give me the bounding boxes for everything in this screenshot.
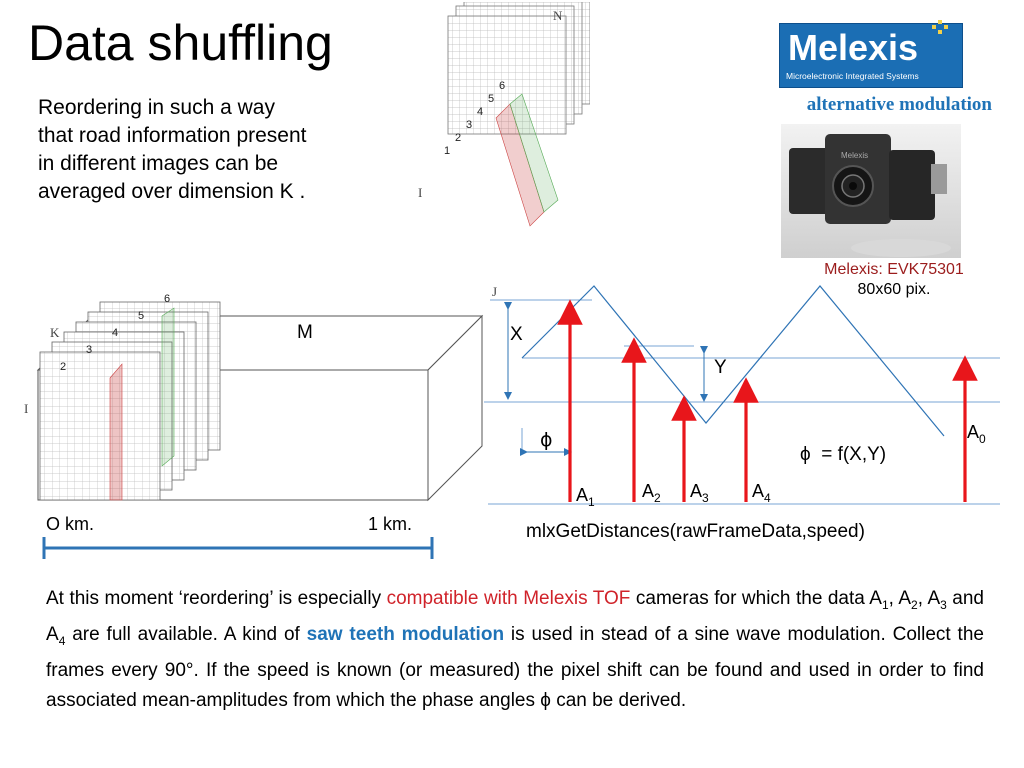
axis-i-label: I	[418, 185, 422, 200]
label-y: Y	[714, 357, 727, 378]
intro-line: averaged over dimension K .	[38, 180, 306, 203]
camera-caption: Melexis: EVK75301 80x60 pix.	[780, 260, 1008, 300]
frame-number: 4	[112, 327, 118, 339]
label-x: X	[510, 324, 523, 345]
frame-layer	[447, 15, 567, 135]
axis-n-label: N	[553, 8, 563, 23]
frame-number: 6	[499, 80, 505, 92]
melexis-logo: Melexis Microelectronic Integrated Syste…	[779, 20, 963, 88]
scale-end-label: 1 km.	[368, 514, 413, 534]
highlight-saw-teeth: saw teeth modulation	[306, 623, 505, 645]
highlight-compatible: compatible with Melexis TOF	[386, 588, 631, 609]
highlight-band	[509, 93, 559, 213]
frame-number: 4	[477, 106, 483, 118]
label-a1: A1	[576, 485, 595, 509]
label-a0: A0	[967, 422, 986, 446]
camera-image: Melexis	[781, 124, 961, 258]
label-a2: A2	[642, 481, 661, 505]
camera-brand: Melexis	[841, 151, 868, 160]
camera-model: Melexis: EVK75301	[824, 261, 964, 278]
intro-line: in different images can be	[38, 152, 279, 175]
intro-text: Reordering in such a way that road infor…	[38, 94, 408, 206]
frame-number: 2	[60, 361, 66, 373]
alternative-modulation-heading: alternative modulation	[806, 94, 992, 115]
label-a4: A4	[752, 481, 771, 505]
frame-number: 5	[488, 93, 494, 105]
label-m: M	[297, 322, 313, 343]
frame-number: 3	[466, 119, 472, 131]
frame-number: 6	[164, 293, 170, 305]
frame-number: 1	[444, 145, 450, 157]
label-phi: ϕ	[540, 429, 553, 451]
axis-j-label: J	[492, 284, 497, 299]
function-call-label: mlxGetDistances(rawFrameData,speed)	[526, 521, 865, 542]
frame-number: 3	[86, 344, 92, 356]
page-title: Data shuffling	[28, 15, 333, 71]
phase-formula: ϕ = f(X,Y)	[800, 444, 886, 465]
label-a3: A3	[690, 481, 709, 505]
camera-resolution: 80x60 pix.	[857, 281, 931, 298]
intro-line: that road information present	[38, 124, 307, 147]
frame-number: 2	[455, 132, 461, 144]
highlight-band	[161, 307, 175, 467]
road-frames-diagram: K I M 2 3 4 5 6	[24, 293, 484, 502]
sawtooth-modulation-diagram: J X Y ϕ ϕ = f(X,Y) A1 A2 A3 A4 A0	[484, 284, 1000, 509]
axis-k-label: K	[50, 325, 60, 340]
highlight-band	[109, 363, 123, 501]
scale-start-label: O km.	[46, 514, 94, 534]
road-frame-layer	[39, 351, 161, 501]
explanation-paragraph: At this moment ‘reordering’ is especiall…	[46, 588, 984, 711]
distance-scale: O km. 1 km.	[40, 514, 436, 564]
intro-line: Reordering in such a way	[38, 96, 275, 119]
axis-i-label-left: I	[24, 401, 28, 416]
frame-number: 5	[138, 310, 144, 322]
